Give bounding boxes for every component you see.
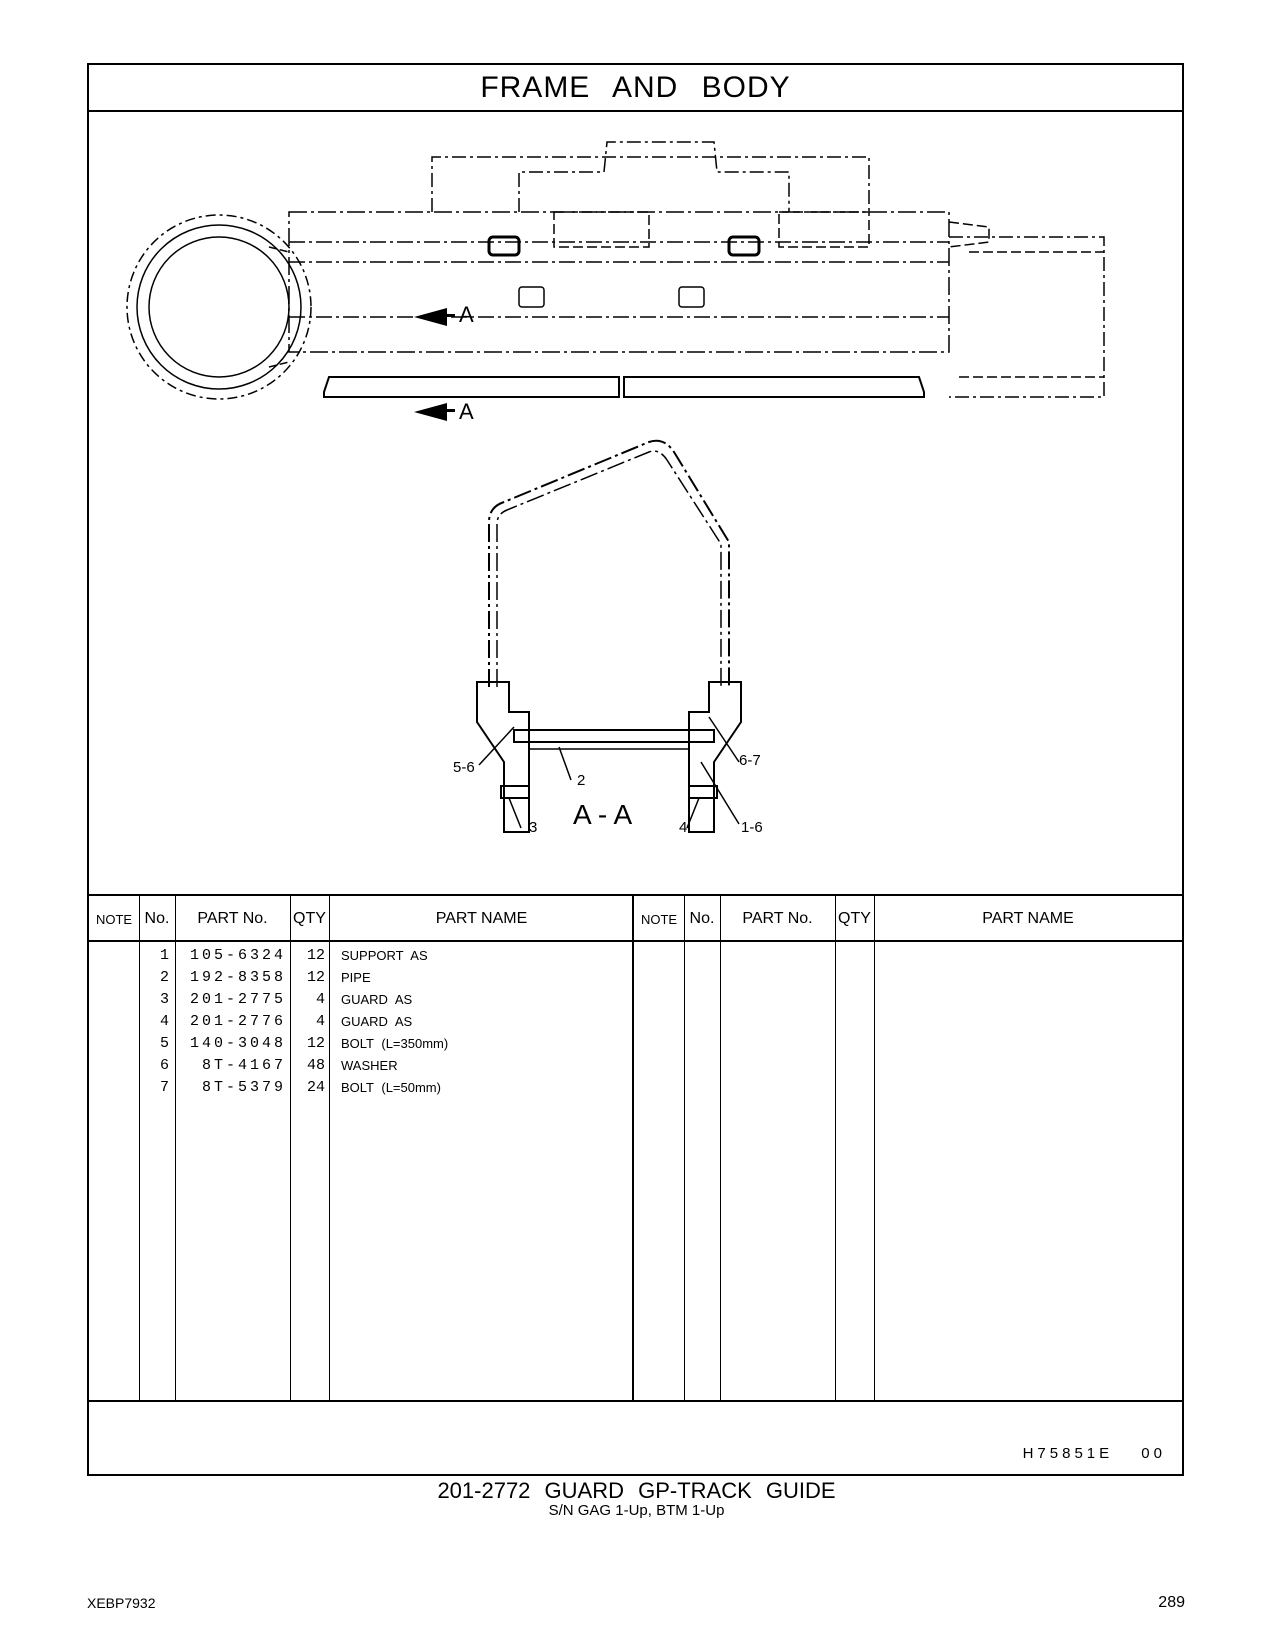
row-no: 7 xyxy=(159,1078,169,1096)
row-part-no: 8T-5379 xyxy=(201,1078,286,1096)
row-part-name: PIPE xyxy=(341,969,371,985)
row-qty: 12 xyxy=(306,1034,325,1052)
row-part-no: 201-2775 xyxy=(189,990,286,1008)
row-part-name: GUARD AS xyxy=(341,991,413,1007)
header-note: NOTE xyxy=(95,911,133,927)
parts-list-left: NOTE No. PART No. QTY PART NAME 1 105-63… xyxy=(89,896,634,1400)
row-part-no: 192-8358 xyxy=(189,968,286,986)
row-no: 3 xyxy=(159,990,169,1008)
callout-4: 4 xyxy=(679,819,687,836)
row-qty: 24 xyxy=(306,1078,325,1096)
section-marker-top: A xyxy=(459,302,474,327)
column-divider xyxy=(720,896,721,1400)
header-qty: QTY xyxy=(293,910,326,927)
column-divider xyxy=(835,896,836,1400)
parts-drawing: A A A - A 5-6 2 6-7 3 4 1-6 xyxy=(89,112,1182,894)
row-part-no: 8T-4167 xyxy=(201,1056,286,1074)
header-no: No. xyxy=(144,910,170,927)
table-row: 3 201-2775 4 GUARD AS xyxy=(89,988,632,1010)
column-divider xyxy=(290,896,291,1400)
row-qty: 4 xyxy=(315,990,325,1008)
column-divider xyxy=(329,896,330,1400)
row-no: 6 xyxy=(159,1056,169,1074)
exploded-view-illustration: A A A - A 5-6 2 6-7 3 4 1-6 xyxy=(126,141,1105,836)
row-qty: 4 xyxy=(315,1012,325,1030)
row-part-no: 140-3048 xyxy=(189,1034,286,1052)
row-qty: 12 xyxy=(306,946,325,964)
callout-6-7: 6-7 xyxy=(739,752,761,769)
section-title: FRAME AND BODY xyxy=(89,65,1182,112)
section-marker-bottom: A xyxy=(459,399,474,424)
group-title: 201-2772 GUARD GP-TRACK GUIDE xyxy=(437,1478,836,1503)
callout-1-6: 1-6 xyxy=(741,819,763,836)
header-qty: QTY xyxy=(838,910,871,927)
document-id: XEBP7932 xyxy=(87,1595,156,1611)
section-view-label: A - A xyxy=(573,799,632,830)
header-part-no: PART No. xyxy=(197,910,268,927)
row-part-no: 201-2776 xyxy=(189,1012,286,1030)
table-row: 4 201-2776 4 GUARD AS xyxy=(89,1010,632,1032)
header-no: No. xyxy=(689,910,715,927)
callout-5-6: 5-6 xyxy=(453,759,475,776)
column-divider xyxy=(139,896,140,1400)
row-part-name: BOLT (L=350mm) xyxy=(341,1035,449,1051)
illustration-code: H75851E 00 xyxy=(1022,1445,1166,1462)
group-serial-range: S/N GAG 1-Up, BTM 1-Up xyxy=(548,1502,725,1519)
column-divider xyxy=(684,896,685,1400)
table-header: NOTE No. PART No. QTY PART NAME xyxy=(634,896,1182,942)
row-no: 5 xyxy=(159,1034,169,1052)
table-row: 2 192-8358 12 PIPE xyxy=(89,966,632,988)
table-row: 7 8T-5379 24 BOLT (L=50mm) xyxy=(89,1076,632,1098)
parts-list-table: NOTE No. PART No. QTY PART NAME 1 105-63… xyxy=(89,894,1182,1402)
parts-page-frame: FRAME AND BODY xyxy=(87,63,1184,1476)
header-note: NOTE xyxy=(640,911,678,927)
header-part-name: PART NAME xyxy=(435,910,528,927)
page-number: 289 xyxy=(1158,1594,1185,1611)
callout-2: 2 xyxy=(577,772,585,789)
row-no: 1 xyxy=(159,946,169,964)
column-divider xyxy=(175,896,176,1400)
callout-3: 3 xyxy=(529,819,537,836)
column-divider xyxy=(874,896,875,1400)
table-row: 6 8T-4167 48 WASHER xyxy=(89,1054,632,1076)
table-row: 1 105-6324 12 SUPPORT AS xyxy=(89,944,632,966)
table-header: NOTE No. PART No. QTY PART NAME xyxy=(89,896,632,942)
row-part-no: 105-6324 xyxy=(189,946,286,964)
parts-list-right: NOTE No. PART No. QTY PART NAME xyxy=(634,896,1182,1400)
row-part-name: BOLT (L=50mm) xyxy=(341,1079,441,1095)
row-part-name: GUARD AS xyxy=(341,1013,413,1029)
header-part-no: PART No. xyxy=(742,910,813,927)
header-part-name: PART NAME xyxy=(982,910,1074,927)
row-part-name: WASHER xyxy=(341,1057,398,1073)
table-row: 5 140-3048 12 BOLT (L=350mm) xyxy=(89,1032,632,1054)
row-part-name: SUPPORT AS xyxy=(341,947,428,963)
row-no: 2 xyxy=(159,968,169,986)
row-qty: 12 xyxy=(306,968,325,986)
row-qty: 48 xyxy=(306,1056,325,1074)
row-no: 4 xyxy=(159,1012,169,1030)
